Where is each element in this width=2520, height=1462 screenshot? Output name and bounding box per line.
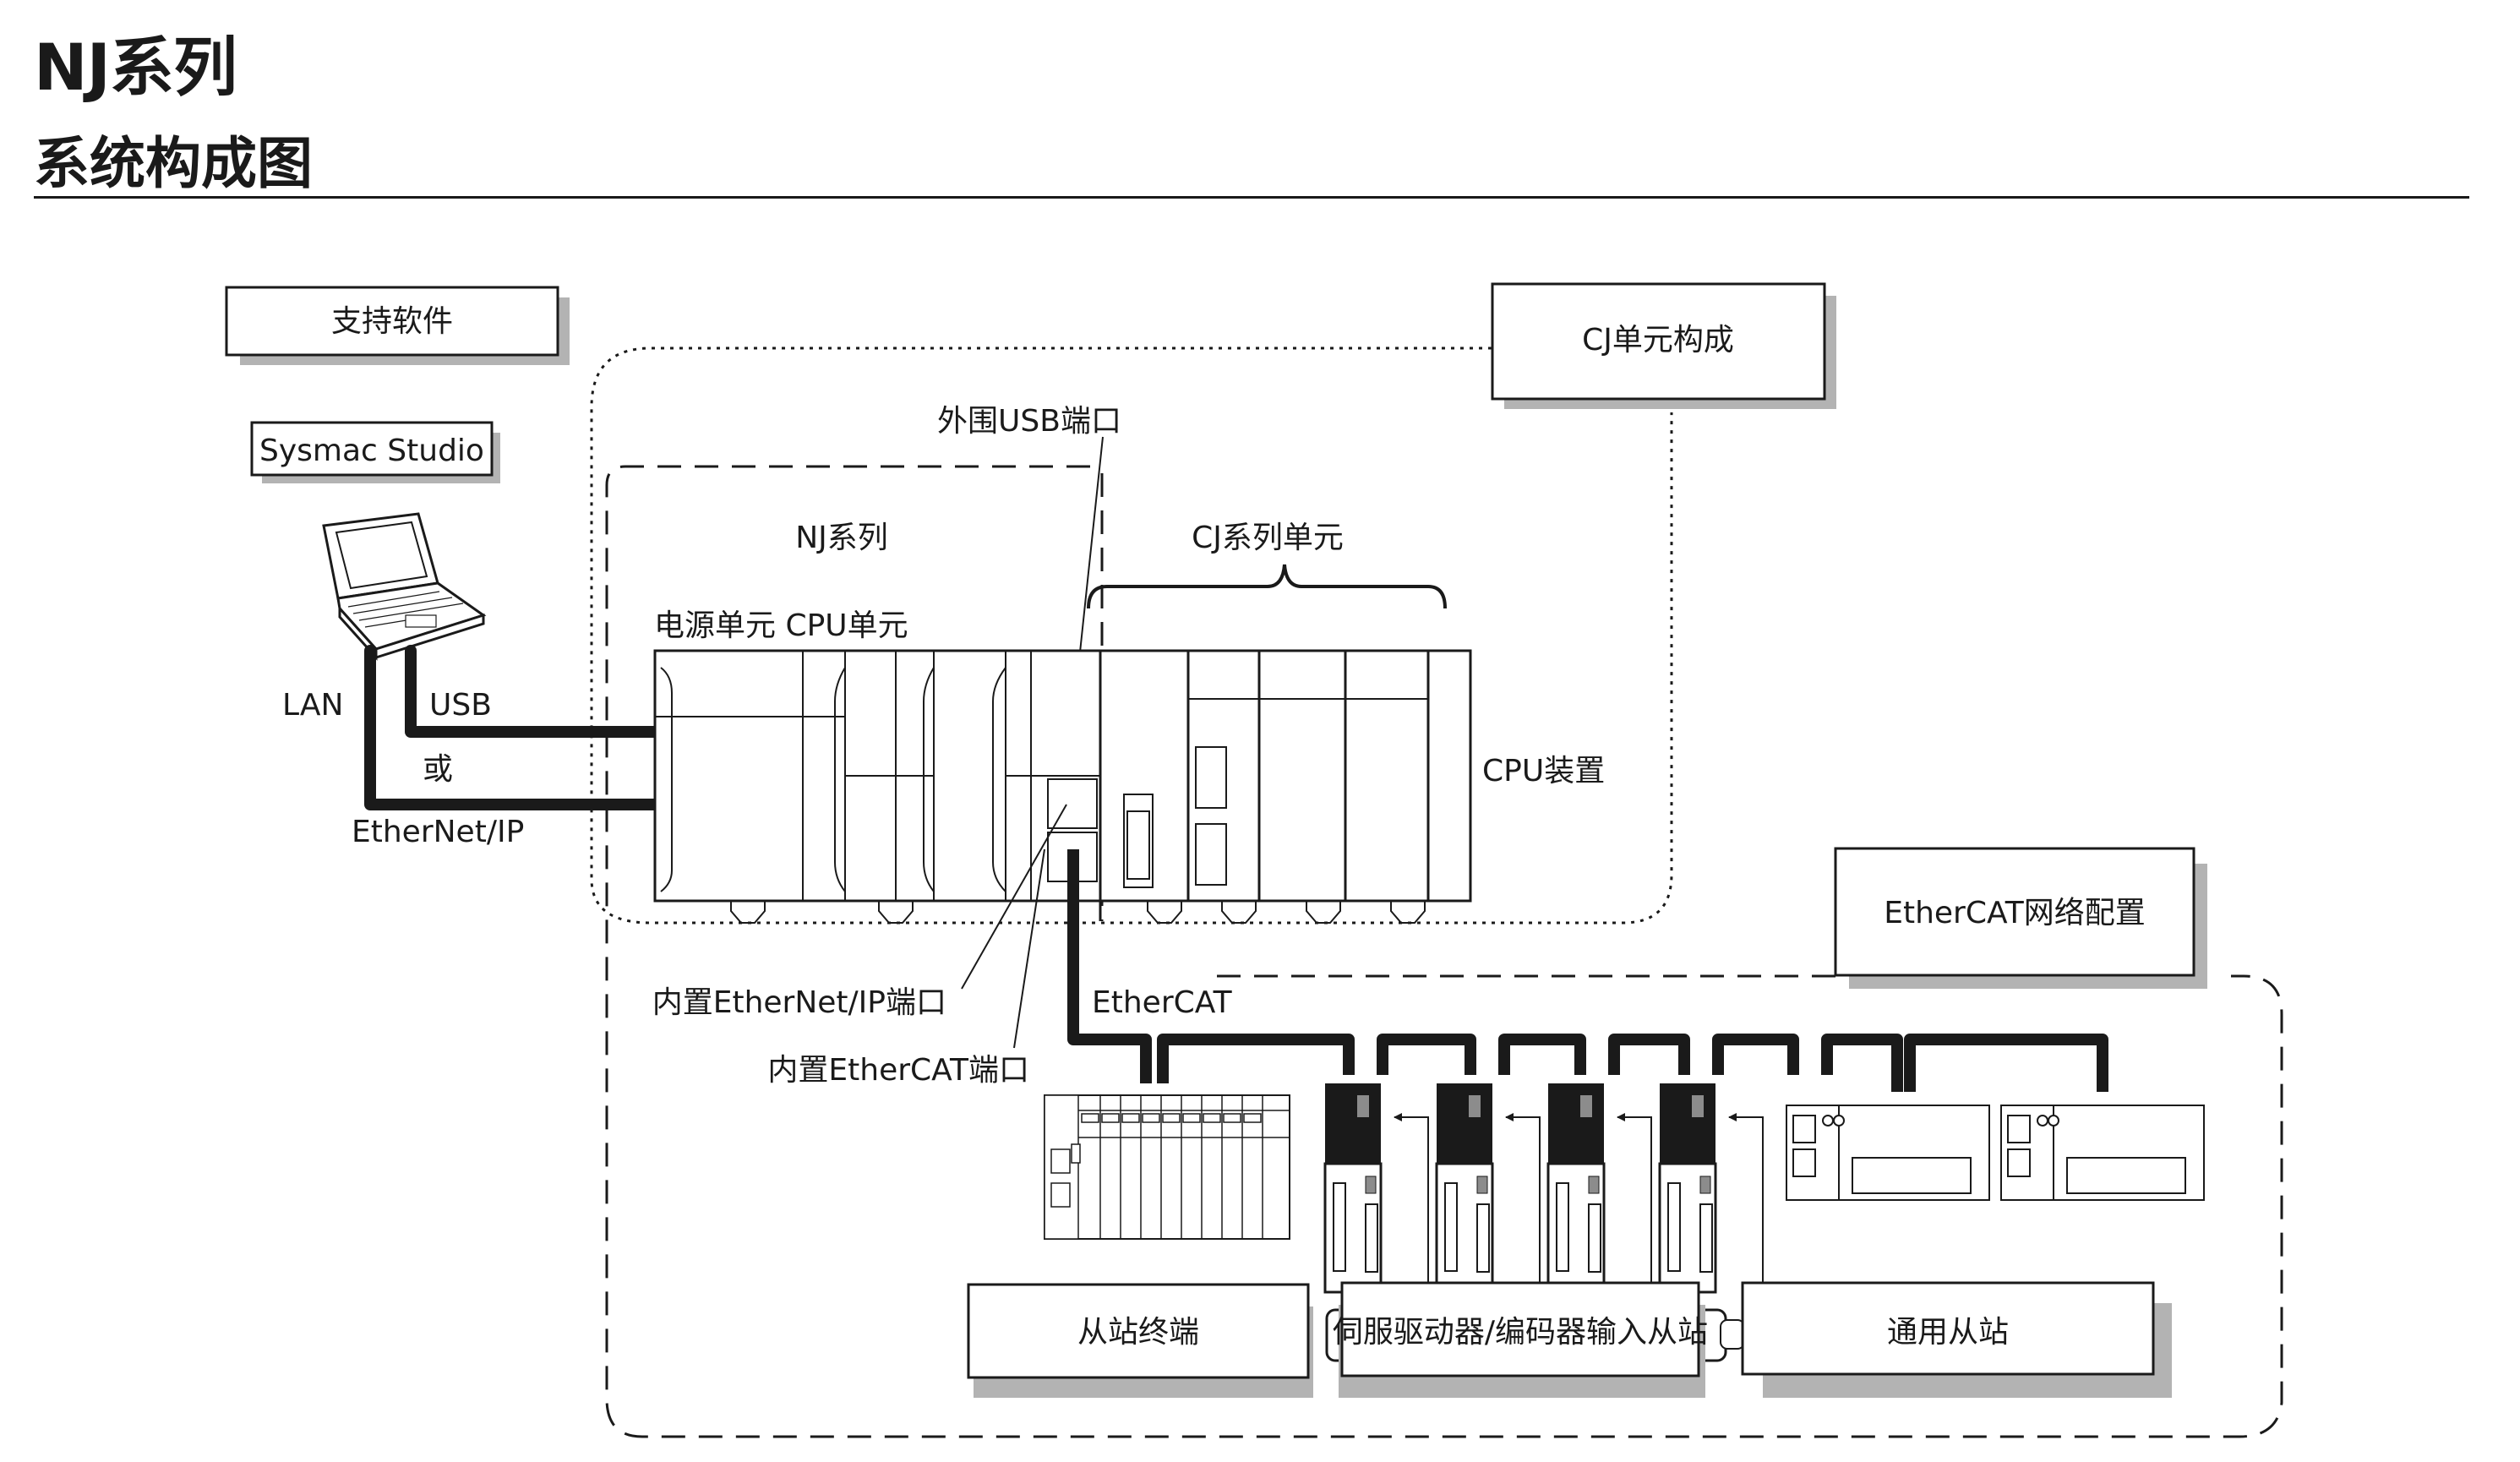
ethernet-ip-port bbox=[1047, 778, 1098, 829]
cj-config-region bbox=[590, 346, 1673, 925]
nj-series-region bbox=[605, 465, 2283, 1438]
laptop-icon bbox=[322, 512, 487, 661]
slave-terminal bbox=[1044, 1094, 1290, 1240]
cj-series-units-label: CJ系列单元 bbox=[1192, 521, 1344, 555]
section-title: 系统构成图 bbox=[34, 131, 313, 196]
lan-label: LAN bbox=[282, 688, 343, 723]
ethernet-ip-label: EtherNet/IP bbox=[352, 815, 524, 849]
peripheral-usb-port-label: 外围USB端口 bbox=[937, 404, 1121, 439]
support-software-box: 支持软件 bbox=[225, 286, 570, 365]
servo-drive-4 bbox=[1658, 1083, 1764, 1362]
ethercat-label: EtherCAT bbox=[1092, 985, 1233, 1020]
cj-units-brace bbox=[1087, 564, 1447, 609]
cj-unit-config-box: CJ单元构成 bbox=[1491, 282, 1836, 409]
support-software-label: 支持软件 bbox=[331, 304, 453, 339]
builtin-ethernet-ip-port-label: 内置EtherNet/IP端口 bbox=[652, 985, 946, 1020]
power-cpu-units-label: 电源单元 CPU单元 bbox=[654, 608, 908, 643]
or-label: 或 bbox=[423, 752, 453, 787]
ethercat-port-leader bbox=[1013, 848, 1045, 1049]
ethercat-network-config-label: EtherCAT网络配置 bbox=[1884, 896, 2146, 930]
cj-unit-config-label: CJ单元构成 bbox=[1582, 323, 1734, 357]
usb-label: USB bbox=[429, 688, 492, 723]
servo-encoder-slave-label: 伺服驱动器/编码器输入从站 bbox=[1333, 1315, 1708, 1350]
cpu-rack bbox=[653, 649, 1472, 924]
general-slave-2 bbox=[2000, 1105, 2205, 1201]
slave-terminal-box: 从站终端 bbox=[967, 1283, 1313, 1398]
ethernet-ip-port-leader bbox=[961, 804, 1067, 990]
ethercat-network-config-box: EtherCAT网络配置 bbox=[1834, 847, 2207, 989]
sysmac-studio-label: Sysmac Studio bbox=[259, 434, 484, 468]
sysmac-studio-box: Sysmac Studio bbox=[250, 421, 500, 483]
title-divider bbox=[34, 196, 2469, 199]
general-slave-box: 通用从站 bbox=[1741, 1281, 2172, 1398]
ethercat-cable bbox=[1067, 849, 2108, 1092]
general-slave-label: 通用从站 bbox=[1887, 1315, 2009, 1350]
nj-series-label: NJ系列 bbox=[795, 521, 888, 555]
cpu-rack-label: CPU装置 bbox=[1482, 754, 1605, 788]
page-title: NJ系列 bbox=[34, 30, 237, 105]
general-slave-1 bbox=[1786, 1105, 1990, 1201]
builtin-ethercat-port-label: 内置EtherCAT端口 bbox=[767, 1053, 1029, 1088]
slave-terminal-label: 从站终端 bbox=[1077, 1315, 1199, 1350]
servo-encoder-slave-box: 伺服驱动器/编码器输入从站 bbox=[1333, 1281, 1708, 1398]
